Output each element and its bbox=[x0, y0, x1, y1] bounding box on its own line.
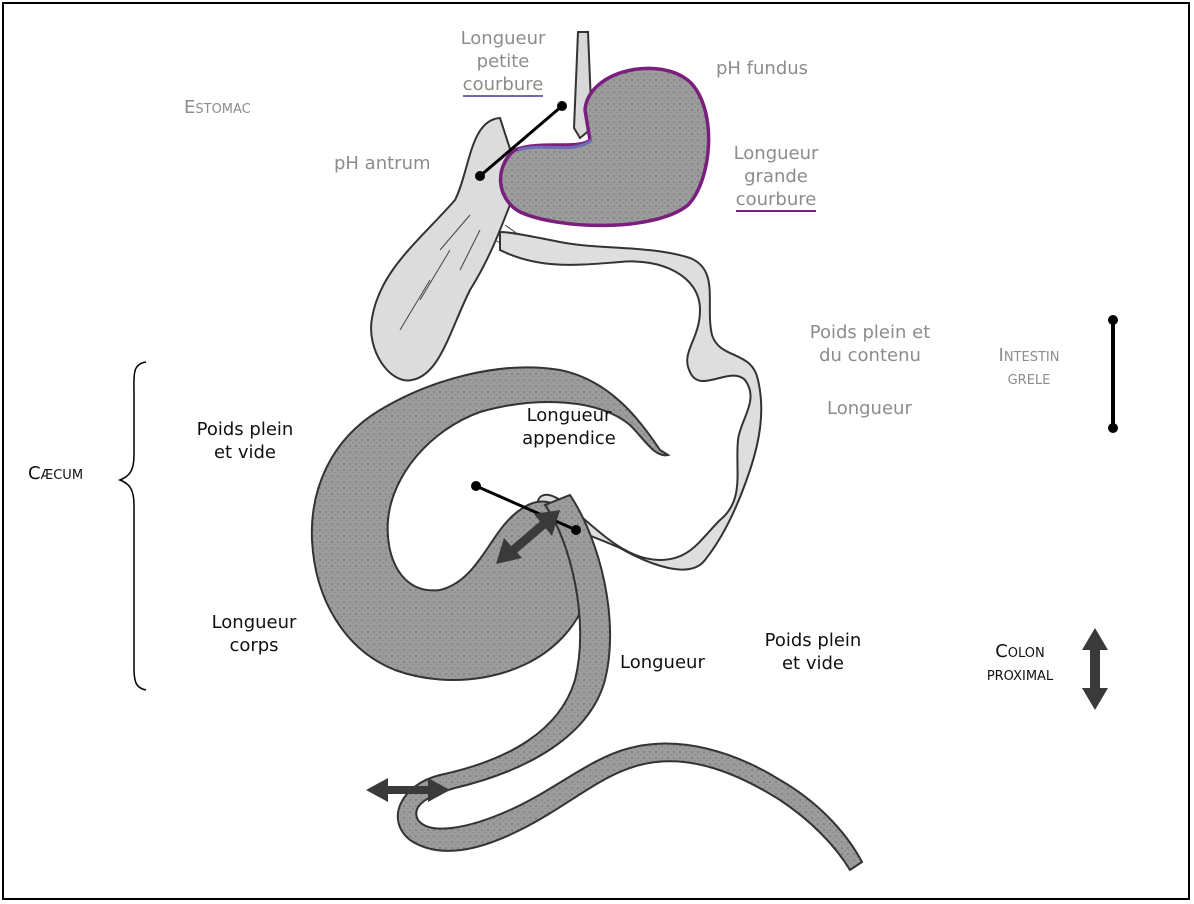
antrum-measure-dot-a bbox=[475, 171, 485, 181]
appendix-measure-dot-a bbox=[471, 481, 481, 491]
ph-fundus-label: pH fundus bbox=[716, 57, 808, 80]
section-estomac: Estomac bbox=[184, 96, 251, 119]
ph-antrum-label: pH antrum bbox=[334, 152, 431, 175]
caecum-poids-label: Poids plein et vide bbox=[190, 418, 300, 464]
grele-line2: grele bbox=[984, 367, 1074, 390]
intestine-bar-dot-bottom bbox=[1108, 423, 1118, 433]
corps-label: Longueur corps bbox=[206, 611, 302, 657]
caecum-poids-line2: et vide bbox=[190, 441, 300, 464]
intestine-longueur-label: Longueur bbox=[827, 397, 912, 420]
appendice-label: Longueur appendice bbox=[514, 404, 624, 450]
colon-line1: Colon bbox=[975, 640, 1065, 663]
petite-courbure-line1: Longueur bbox=[458, 27, 548, 50]
intestine-poids-label: Poids plein et du contenu bbox=[800, 321, 940, 367]
colon-longueur-label: Longueur bbox=[620, 651, 705, 674]
section-intestin-grele: Intestin grele bbox=[984, 344, 1074, 390]
corps-line2: corps bbox=[206, 634, 302, 657]
colon-poids-label: Poids plein et vide bbox=[758, 629, 868, 675]
grande-courbure-line2: grande bbox=[728, 165, 824, 188]
petite-courbure-line2: petite bbox=[458, 50, 548, 73]
intestine-bar-dot-top bbox=[1108, 315, 1118, 325]
section-caecum: Cæcum bbox=[28, 462, 83, 485]
grande-courbure-line1: Longueur bbox=[728, 142, 824, 165]
appendice-line2: appendice bbox=[514, 427, 624, 450]
caecum-brace bbox=[120, 362, 146, 690]
appendice-line1: Longueur bbox=[514, 404, 624, 427]
colon-poids-line1: Poids plein bbox=[758, 629, 868, 652]
colon-proximal bbox=[398, 495, 862, 870]
intestine-poids-line1: Poids plein et bbox=[800, 321, 940, 344]
intestin-line1: Intestin bbox=[984, 344, 1074, 367]
intestine-poids-line2: du contenu bbox=[800, 344, 940, 367]
colon-vertical-double-arrow bbox=[1082, 628, 1108, 710]
corps-line1: Longueur bbox=[206, 611, 302, 634]
appendix-measure-dot-b bbox=[571, 525, 581, 535]
grande-courbure-label: Longueur grande courbure bbox=[728, 142, 824, 211]
caecum-poids-line1: Poids plein bbox=[190, 418, 300, 441]
grande-courbure-line3: courbure bbox=[728, 188, 824, 211]
petite-courbure-line3: courbure bbox=[458, 73, 548, 96]
section-colon-proximal: Colon proximal bbox=[975, 640, 1065, 686]
antrum-measure-dot-b bbox=[557, 101, 567, 111]
proximal-line2: proximal bbox=[975, 663, 1065, 686]
petite-courbure-label: Longueur petite courbure bbox=[458, 27, 548, 96]
colon-poids-line2: et vide bbox=[758, 652, 868, 675]
